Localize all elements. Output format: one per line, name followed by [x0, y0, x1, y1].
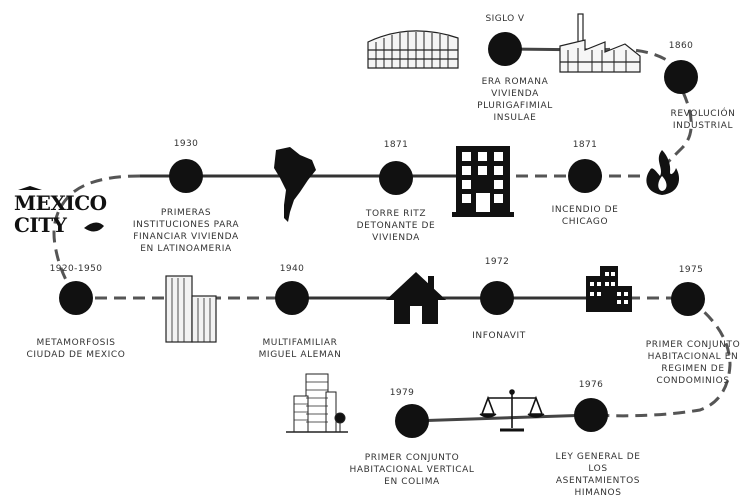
node-1972: [480, 281, 514, 315]
node-1860: [664, 60, 698, 94]
year-1976: 1976: [578, 380, 604, 390]
year-1979: 1979: [389, 388, 415, 398]
year-1975: 1975: [678, 265, 704, 275]
year-1860: 1860: [668, 41, 694, 51]
year-1930: 1930: [173, 139, 199, 149]
node-1920-1950: [59, 281, 93, 315]
segment-1975-1976: [591, 298, 732, 418]
logo-decoration-icon: [18, 186, 104, 232]
node-1940: [275, 281, 309, 315]
segment-1930-1920: [52, 174, 141, 297]
segment-1976-1979: [411, 413, 593, 423]
node-1975: [671, 282, 705, 316]
node-1871-torre: [379, 161, 413, 195]
factory-icon: [559, 13, 641, 73]
year-1871-torre: 1871: [383, 140, 409, 150]
house-icon: [386, 272, 446, 324]
year-1871-incendio: 1871: [572, 140, 598, 150]
apartment-block-icon: [586, 266, 632, 312]
node-1979: [395, 404, 429, 438]
logo-line-2: CITY: [14, 213, 67, 237]
skyscraper-icon: [165, 275, 217, 343]
node-1976: [574, 398, 608, 432]
scales-icon: [479, 389, 545, 432]
year-1940: 1940: [279, 264, 305, 274]
office-building-icon: [452, 146, 514, 217]
mexico-city-logo: MEXICO CITY: [14, 192, 107, 236]
year-siglo-v: SIGLO V: [485, 14, 525, 24]
city-buildings-icon: [286, 373, 348, 433]
node-siglo-v: [488, 32, 522, 66]
south-america-icon: [274, 147, 316, 222]
timeline-nodes: [59, 32, 705, 438]
fire-icon: [646, 150, 680, 195]
node-1930: [169, 159, 203, 193]
year-1920-1950: 1920-1950: [49, 264, 103, 274]
node-1871-incendio: [568, 159, 602, 193]
label-1972: INFONAVIT: [472, 331, 526, 341]
logo-line-1: MEXICO: [14, 191, 107, 215]
year-1972: 1972: [484, 257, 510, 267]
colosseum-icon: [367, 30, 459, 69]
